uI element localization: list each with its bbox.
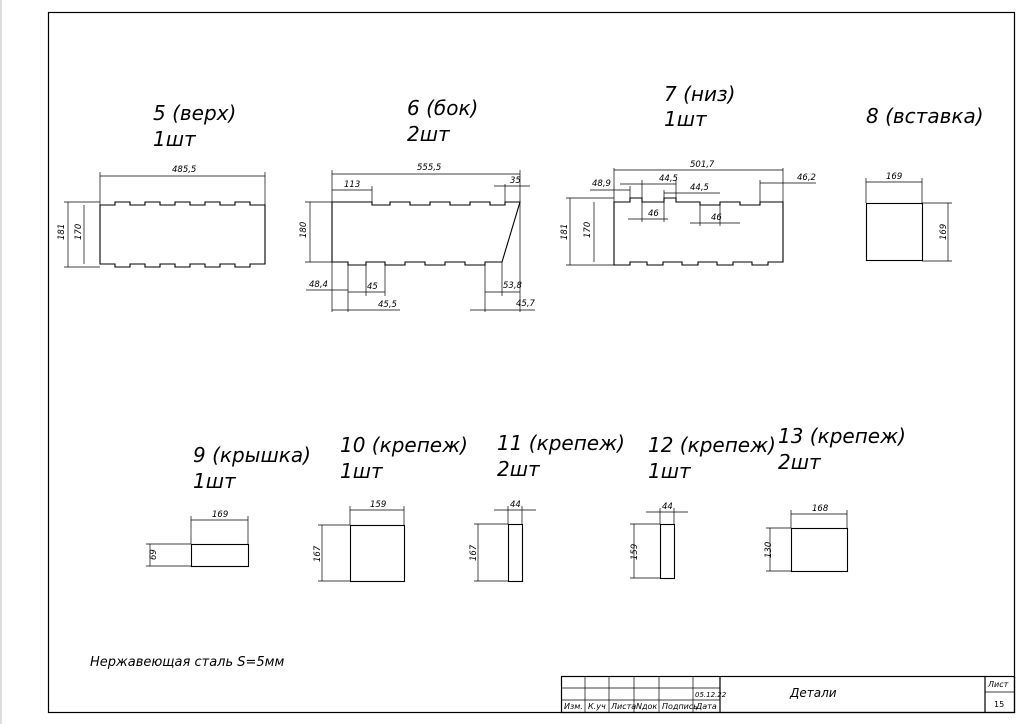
part-6-dim-53-8: 53,8 <box>503 281 523 291</box>
part-7-dim-48-9: 48,9 <box>592 179 611 189</box>
part-13-dim-width: 168 <box>812 504 829 514</box>
part-8-title: 8 (вставка) <box>866 104 984 128</box>
title-block: Изм. К.уч Листа Nдок Подпись Дата 05.12.… <box>560 675 1016 714</box>
part-12-outline <box>659 523 676 580</box>
drawing-name: Детали <box>789 686 837 700</box>
part-7: 7 (низ) 1шт 501,7 48,9 44,5 44,5 46,2 46… <box>560 82 816 266</box>
part-11-dim-width: 44 <box>510 500 521 510</box>
col-kuch: К.уч <box>588 702 606 711</box>
part-8-outline <box>865 202 924 262</box>
col-izm: Изм. <box>564 702 583 711</box>
part-6-outline <box>331 201 521 266</box>
part-7-dim-44-5-a: 44,5 <box>659 174 678 184</box>
part-10-dim-width: 159 <box>370 500 386 510</box>
part-10-title: 10 (крепеж) <box>340 433 468 457</box>
part-13-dim-height: 130 <box>764 542 774 558</box>
part-9-qty: 1шт <box>193 469 237 493</box>
part-6: 6 (бок) 2шт 555,5 113 35 180 48,4 45 45,… <box>299 96 536 312</box>
col-podpis: Подпись <box>662 702 698 711</box>
part-5-dim-height-outer: 181 <box>57 224 67 240</box>
part-12-dim-width: 44 <box>662 502 673 512</box>
material-note: Нержавеющая сталь S=5мм <box>90 655 284 670</box>
part-13-outline <box>790 527 849 573</box>
part-6-dim-45: 45 <box>367 282 378 292</box>
part-11-qty: 2шт <box>497 457 541 481</box>
part-8: 8 (вставка) 169 169 <box>865 104 984 262</box>
part-9-outline <box>190 543 250 568</box>
part-7-dim-46-a: 46 <box>648 209 659 219</box>
part-7-title: 7 (низ) <box>664 82 735 106</box>
date-value: 05.12.22 <box>695 691 727 699</box>
part-12-dim-height: 159 <box>630 544 640 560</box>
part-6-qty: 2шт <box>407 122 451 146</box>
part-10: 10 (крепеж) 1шт 159 167 <box>313 433 468 583</box>
part-5: 5 (верх) 1шт 485,5 181 170 <box>57 101 266 268</box>
part-6-dim-113: 113 <box>344 180 360 190</box>
col-ndok: Nдок <box>636 702 657 711</box>
part-10-outline <box>349 524 406 583</box>
part-6-dim-45-5: 45,5 <box>378 300 397 310</box>
part-6-dim-length: 555,5 <box>417 163 441 173</box>
col-lista: Листа <box>610 702 636 711</box>
part-5-dim-length: 485,5 <box>172 165 196 175</box>
part-7-dim-46-b: 46 <box>711 213 722 223</box>
part-13-title: 13 (крепеж) <box>778 424 906 448</box>
part-7-dim-44-5-b: 44,5 <box>690 183 709 193</box>
part-9-title: 9 (крышка) <box>193 443 311 467</box>
part-11-dim-height: 167 <box>469 544 479 561</box>
part-6-dim-180: 180 <box>299 222 309 238</box>
part-11-title: 11 (крепеж) <box>497 431 625 455</box>
part-13: 13 (крепеж) 2шт 168 130 <box>764 424 906 573</box>
part-11-outline <box>507 523 524 583</box>
part-12-qty: 1шт <box>648 459 692 483</box>
part-10-dim-height: 167 <box>313 545 323 562</box>
part-7-dim-height-outer: 181 <box>560 224 570 240</box>
part-7-dim-46-2: 46,2 <box>797 173 816 183</box>
part-7-outline <box>613 197 784 266</box>
part-8-dim-width: 169 <box>886 172 902 182</box>
part-7-dim-height-inner: 170 <box>583 222 593 238</box>
part-5-title: 5 (верх) <box>153 101 236 125</box>
part-12-title: 12 (крепеж) <box>648 433 776 457</box>
part-6-dim-35: 35 <box>510 176 521 186</box>
part-10-qty: 1шт <box>340 459 384 483</box>
part-9: 9 (крышка) 1шт 169 69 <box>146 443 311 568</box>
part-5-qty: 1шт <box>153 127 197 151</box>
part-7-dim-length: 501,7 <box>690 160 715 170</box>
title-block-frame <box>560 675 1016 714</box>
part-12: 12 (крепеж) 1шт 44 159 <box>630 433 776 580</box>
sheet-label: Лист <box>987 680 1009 689</box>
part-6-dim-48-4: 48,4 <box>309 280 328 290</box>
part-11: 11 (крепеж) 2шт 44 167 <box>469 431 625 583</box>
part-5-dim-height-inner: 170 <box>74 224 84 240</box>
col-data: Дата <box>695 702 717 711</box>
sheet-number: 15 <box>994 700 1004 709</box>
part-5-outline <box>99 201 266 268</box>
part-8-dim-height: 169 <box>939 224 949 240</box>
drawing-frame <box>47 11 1016 714</box>
part-7-qty: 1шт <box>664 107 708 131</box>
part-9-dim-height: 69 <box>149 549 159 560</box>
part-6-dim-45-7: 45,7 <box>516 299 536 309</box>
part-6-title: 6 (бок) <box>407 96 478 120</box>
part-13-qty: 2шт <box>778 450 822 474</box>
part-9-dim-width: 169 <box>212 510 228 520</box>
